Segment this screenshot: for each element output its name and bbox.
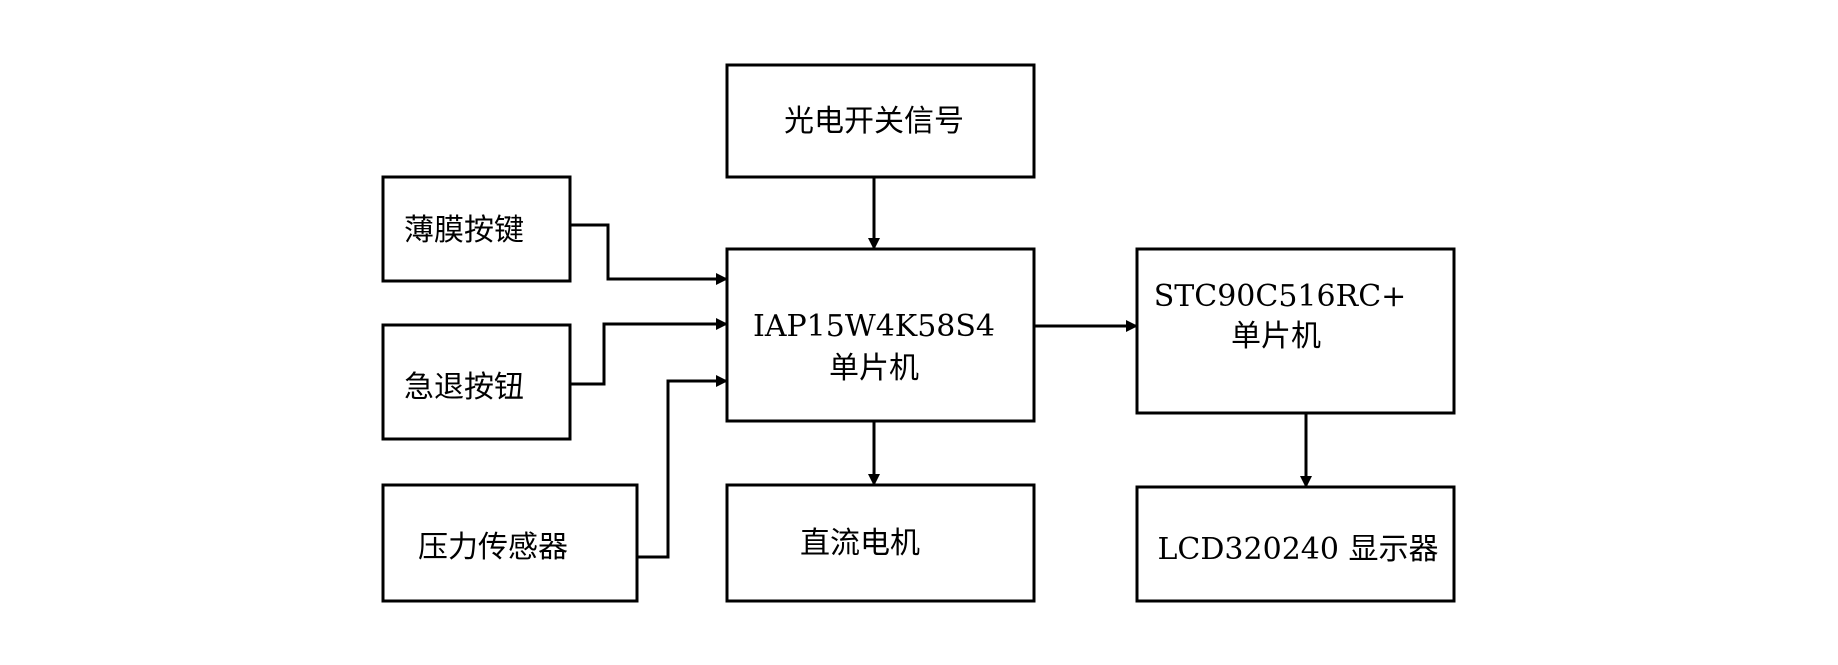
photoelectric-switch-label: 光电开关信号 (784, 104, 964, 139)
membrane-keys-label: 薄膜按键 (404, 213, 524, 248)
lcd-display-box (1135, 485, 1456, 603)
arrow-emergency-button-to-mcu (570, 318, 728, 386)
main-mcu-model-label: IAP15W4K58S4 (753, 309, 995, 344)
display-mcu-model-label: STC90C516RC+ (1154, 279, 1407, 314)
pressure-sensor-label: 压力传感器 (418, 530, 568, 565)
main-mcu-box (725, 247, 1036, 423)
arrow-membrane-keys-to-mcu (570, 223, 728, 285)
emergency-button-box (381, 323, 572, 441)
photoelectric-switch-box (725, 63, 1036, 179)
pressure-sensor-box (381, 483, 639, 603)
membrane-keys-box (381, 175, 572, 283)
display-mcu-type-label: 单片机 (1231, 319, 1321, 354)
display-mcu-box (1135, 247, 1456, 415)
main-mcu-type-label: 单片机 (829, 351, 919, 386)
dc-motor-label: 直流电机 (800, 526, 920, 561)
emergency-button-label: 急退按钮 (404, 370, 524, 405)
arrow-pressure-sensor-to-mcu (637, 375, 728, 559)
lcd-display-label: LCD320240 显示器 (1158, 532, 1439, 567)
dc-motor-box (725, 483, 1036, 603)
